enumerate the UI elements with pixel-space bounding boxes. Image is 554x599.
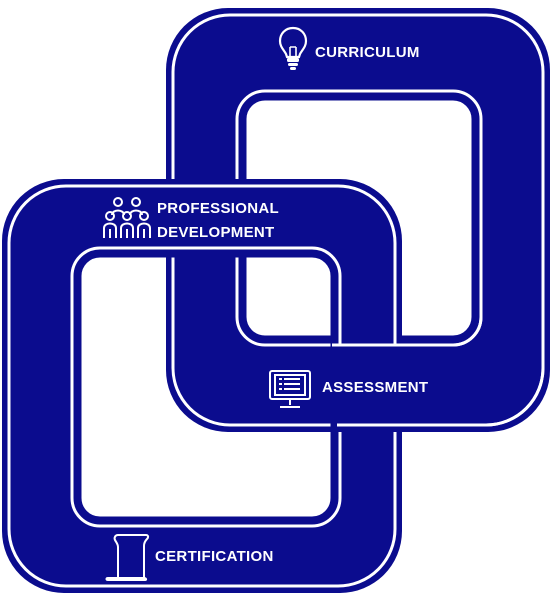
monitor-checklist-icon xyxy=(268,369,312,414)
people-group-icon xyxy=(101,196,153,245)
assessment-label: ASSESSMENT xyxy=(322,379,429,396)
curriculum-label: CURRICULUM xyxy=(315,44,420,61)
scroll-icon xyxy=(104,532,152,587)
professional-development-label-line2: DEVELOPMENT xyxy=(157,224,275,241)
professional-development-label-line1: PROFESSIONAL xyxy=(157,200,279,217)
interlock-overlap xyxy=(332,316,545,432)
lightbulb-icon xyxy=(277,25,309,78)
front-frame xyxy=(2,179,402,593)
certification-label: CERTIFICATION xyxy=(155,548,274,565)
